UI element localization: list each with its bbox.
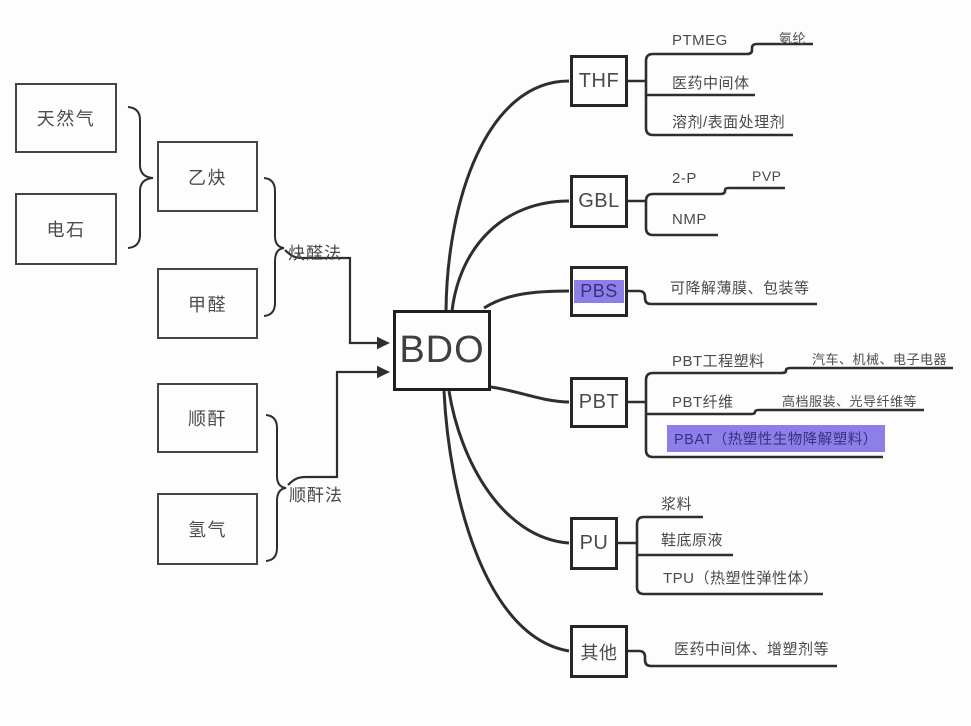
node-maleic-anhydride-label: 顺酐 (188, 409, 227, 429)
curve-bdo-others (442, 390, 570, 653)
node-formaldehyde: 甲醛 (157, 268, 258, 339)
label-solvent-surface-agent: 溶剂/表面处理剂 (672, 114, 786, 131)
node-pu: PU (570, 517, 618, 570)
label-ptmeg: PTMEG (672, 32, 728, 49)
pbs-branch-line (628, 289, 817, 306)
node-bdo: BDO (393, 310, 491, 391)
label-spandex: 氨纶 (779, 31, 807, 46)
label-pbt-engineering-plastic: PBT工程塑料 (672, 353, 765, 370)
node-natural-gas-label: 天然气 (36, 109, 96, 129)
node-acetylene-label: 乙炔 (188, 167, 227, 188)
maleic-route-line (287, 370, 377, 486)
node-others: 其他 (570, 625, 628, 678)
node-others-label: 其他 (580, 642, 618, 663)
label-2p: 2-P (672, 170, 697, 187)
node-thf: THF (570, 55, 628, 107)
curve-bdo-pbt (490, 385, 570, 404)
alkyne-route-arrowhead (377, 336, 390, 350)
node-acetylene: 乙炔 (157, 141, 258, 212)
curve-bdo-pbs (483, 289, 570, 310)
node-pu-label: PU (579, 532, 609, 554)
node-bdo-label: BDO (399, 329, 485, 371)
pbt-branch-middle (646, 408, 924, 416)
node-maleic-anhydride: 顺酐 (157, 383, 258, 453)
label-pharma-intermediates: 医药中间体 (672, 75, 750, 92)
label-degradable-film-packaging: 可降解薄膜、包装等 (670, 280, 810, 297)
node-formaldehyde-label: 甲醛 (188, 294, 227, 315)
label-tpu: TPU（热塑性弹性体） (663, 570, 819, 587)
brace-maleic-hydrogen (265, 414, 287, 562)
label-nmp: NMP (672, 211, 707, 228)
curve-bdo-gbl (450, 199, 570, 312)
label-shoe-sole-stock: 鞋底原液 (661, 532, 724, 549)
node-hydrogen-label: 氢气 (188, 520, 227, 540)
gbl-branch-frame (644, 186, 785, 237)
curve-bdo-thf (444, 79, 570, 312)
label-pvp: PVP (752, 168, 782, 184)
node-gbl-label: GBL (578, 190, 620, 212)
node-calcium-carbide: 电石 (15, 193, 117, 265)
label-pbt-fiber: PBT纤维 (672, 394, 734, 411)
label-pharma-plasticizer: 医药中间体、增塑剂等 (674, 641, 830, 658)
node-pbs-label-highlighted: PBS (574, 280, 624, 303)
node-pbs: PBS (570, 266, 628, 317)
brace-acetylene-formaldehyde (263, 177, 285, 317)
others-branch-line (628, 649, 837, 668)
node-hydrogen: 氢气 (157, 493, 258, 565)
label-maleic-anhydride-route: 顺酐法 (289, 486, 343, 505)
label-apparel-optical-fiber: 高档服装、光导纤维等 (782, 394, 918, 409)
curve-bdo-pu (447, 390, 570, 545)
node-pbt: PBT (570, 377, 628, 428)
maleic-route-arrowhead (377, 365, 390, 379)
node-thf-label: THF (578, 69, 620, 92)
brace-naturalgas-carbide (127, 106, 154, 249)
pbt-branch-frame (644, 366, 953, 459)
alkyne-route-line (284, 249, 377, 345)
node-pbt-label: PBT (578, 391, 620, 413)
label-auto-machinery-electronics: 汽车、机械、电子电器 (812, 352, 948, 367)
node-natural-gas: 天然气 (15, 83, 117, 153)
node-gbl: GBL (570, 175, 628, 228)
thf-branch-frame (644, 42, 813, 137)
label-alkyne-aldehyde-route: 炔醛法 (288, 244, 342, 263)
label-pbat-highlighted: PBAT（热塑性生物降解塑料） (667, 425, 885, 452)
label-slurry: 浆料 (661, 496, 693, 513)
node-calcium-carbide-label: 电石 (46, 220, 86, 240)
